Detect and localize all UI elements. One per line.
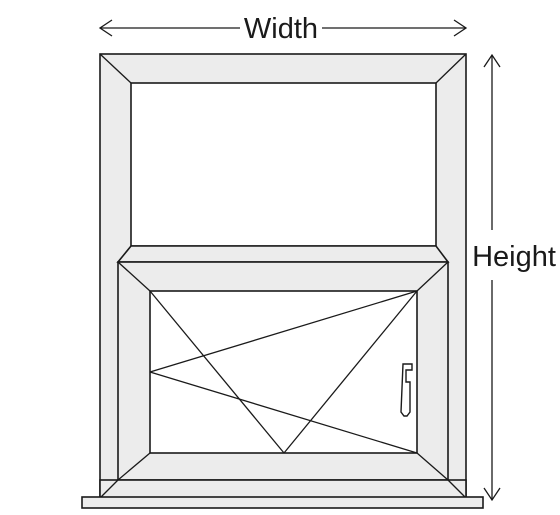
width-arrowhead-right: [453, 19, 468, 37]
height-dimension: Height: [472, 53, 556, 502]
opening-line-1: [149, 290, 285, 454]
opening-line-3: [149, 290, 418, 373]
bottom-rail: [99, 479, 467, 499]
transom-bevel: [116, 245, 450, 263]
window-handle-icon: [400, 363, 413, 417]
height-arrowhead-top: [483, 53, 501, 68]
width-arrowhead-left: [98, 19, 113, 37]
upper-glass: [130, 82, 437, 247]
width-dimension: Width: [98, 13, 468, 45]
width-label: Width: [244, 13, 318, 45]
lower-glass: [149, 290, 418, 454]
height-label: Height: [472, 241, 556, 273]
height-arrowhead-bottom: [483, 487, 501, 502]
lower-opening-sash: [117, 261, 449, 481]
upper-fixed-pane: [99, 53, 467, 247]
window-sill: [81, 496, 484, 509]
transom-bar: [116, 245, 450, 263]
opening-line-4: [149, 371, 418, 454]
opening-line-2: [283, 290, 418, 454]
